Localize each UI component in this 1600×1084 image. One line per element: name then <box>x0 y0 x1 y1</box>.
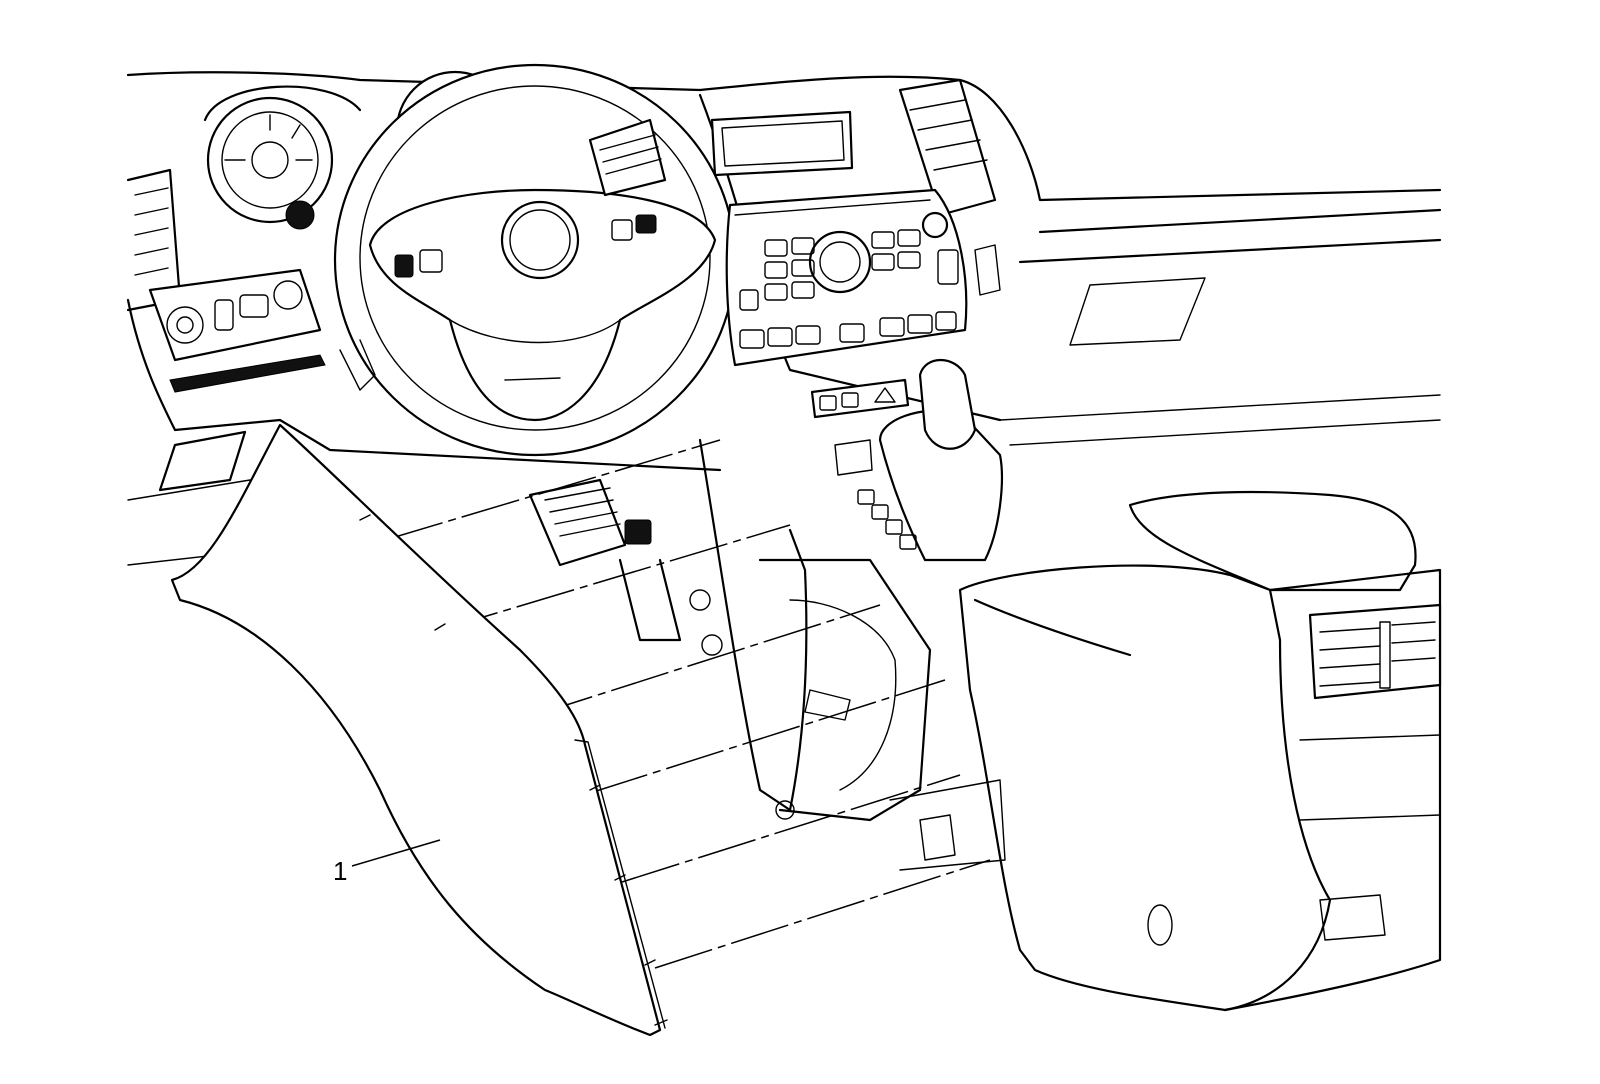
air-vent-icon <box>588 118 667 197</box>
radio-display-icon <box>710 110 854 177</box>
headlamp-switch-panel <box>148 268 326 393</box>
callout-1: 1 <box>333 839 441 886</box>
console-side-panel-icon <box>170 423 668 1037</box>
steering-wheel-icon <box>333 63 737 457</box>
hvac-controls-icon <box>725 188 968 367</box>
console-bracket <box>689 438 1006 871</box>
floor-console-icon <box>958 490 1442 1012</box>
steering-column <box>339 339 682 642</box>
rear-air-vent-icon <box>1308 603 1442 700</box>
hazard-switch-bank <box>810 378 910 419</box>
glove-box-handle <box>1069 277 1206 346</box>
left-vent <box>126 168 182 312</box>
alignment-lines <box>384 439 991 969</box>
left-lower-vent <box>158 430 247 492</box>
callout-label: 1 <box>333 856 347 886</box>
gear-shifter-icon <box>834 359 1003 562</box>
right-dash-vent <box>898 78 1001 296</box>
